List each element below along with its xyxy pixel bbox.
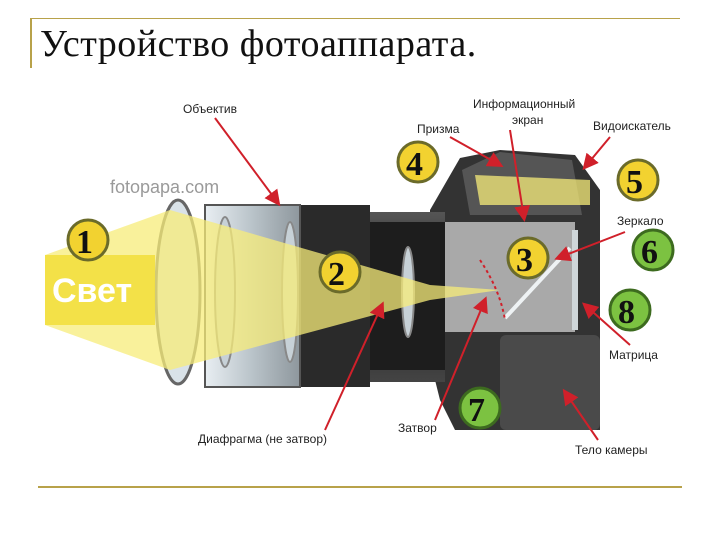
label-body: Тело камеры <box>575 443 648 457</box>
marker-6: 6 <box>631 228 675 272</box>
marker-5: 5 <box>616 158 660 202</box>
marker-2: 2 <box>318 250 362 294</box>
bottom-rule <box>38 486 682 488</box>
arrow-mirror <box>554 231 626 262</box>
label-info-screen-1: Информационный <box>473 97 575 111</box>
slide-title: Устройство фотоаппарата. <box>40 23 477 65</box>
arrow-matrix <box>582 302 631 346</box>
title-top-rule <box>30 18 680 19</box>
arrow-prism <box>449 136 504 167</box>
label-matrix: Матрица <box>609 348 658 362</box>
marker-number: 8 <box>618 294 635 331</box>
light-label: Свет <box>52 272 132 310</box>
marker-number: 5 <box>626 164 643 201</box>
arrow-info-screen <box>509 129 531 222</box>
marker-1: 1 <box>66 218 110 262</box>
label-lens: Объектив <box>183 102 237 116</box>
marker-number: 7 <box>468 392 485 429</box>
arrow-shutter <box>434 296 488 421</box>
marker-number: 3 <box>516 242 533 279</box>
marker-3: 3 <box>506 236 550 280</box>
arrow-lens <box>214 117 281 207</box>
marker-8: 8 <box>608 288 652 332</box>
pointer-arrows <box>214 117 631 441</box>
camera-grip <box>500 335 600 430</box>
light-beam <box>45 210 500 370</box>
marker-number: 6 <box>641 234 658 271</box>
light-beam-upper <box>475 175 590 205</box>
marker-7: 7 <box>458 386 502 430</box>
reflected-path <box>479 259 506 321</box>
light-source-band <box>45 255 155 325</box>
marker-number: 1 <box>76 224 93 261</box>
matrix-sensor <box>572 230 578 330</box>
label-shutter: Затвор <box>398 421 437 435</box>
label-viewfinder: Видоискатель <box>593 119 671 133</box>
watermark-text: fotopapa.com <box>110 177 219 197</box>
arrow-viewfinder <box>582 136 611 171</box>
arrow-body <box>562 388 599 441</box>
marker-number: 4 <box>406 146 423 183</box>
label-info-screen-2: экран <box>512 113 543 127</box>
title-left-rule <box>30 18 32 68</box>
marker-number: 2 <box>328 256 345 293</box>
label-mirror: Зеркало <box>617 214 664 228</box>
label-aperture: Диафрагма (не затвор) <box>198 432 327 446</box>
arrow-aperture <box>324 301 385 431</box>
marker-4: 4 <box>396 140 440 184</box>
label-prism: Призма <box>417 122 460 136</box>
